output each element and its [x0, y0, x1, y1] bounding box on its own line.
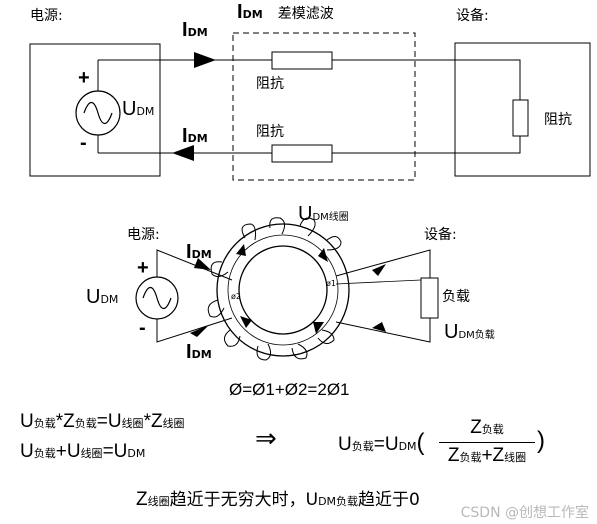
top-wire-right — [332, 59, 521, 100]
filter-title-dm: DM — [242, 8, 263, 21]
current-arrow-bottom-2 — [190, 325, 209, 337]
source-label: UDM — [122, 98, 155, 120]
impedance-label-bottom: 阻抗 — [256, 124, 284, 140]
device-box — [454, 42, 591, 177]
source-lead-top-2 — [156, 249, 233, 281]
flux-equation: Ø=Ø1+Ø2=2Ø1 — [229, 380, 350, 399]
result-lhs: U负载=UDM( — [338, 429, 425, 456]
bottom-arrow — [172, 145, 194, 161]
load-arrow-top — [372, 264, 386, 276]
flux-2-label: ø2 — [231, 292, 241, 301]
flux-arrow-4 — [240, 316, 252, 328]
device-wire-bottom — [332, 136, 521, 154]
impedance-label-top: 阻抗 — [256, 76, 284, 92]
device-impedance — [512, 99, 529, 137]
flux-arrow-3 — [318, 248, 328, 262]
filter-box — [232, 32, 416, 181]
impedance-label-device: 阻抗 — [544, 112, 572, 128]
current-arrow-top-2 — [194, 258, 211, 270]
toroid-outer — [216, 223, 350, 357]
device-label-2: 设备: — [424, 227, 457, 243]
sine-icon — [83, 101, 113, 125]
minus-sign: - — [80, 132, 87, 154]
flux-path — [227, 234, 339, 346]
result-numerator: Z负载 — [470, 417, 504, 438]
top-arrow — [194, 52, 216, 68]
device-label: 设备: — [456, 8, 489, 24]
filter-title-i: I — [237, 1, 243, 23]
equation-2: U负载+U线圈=UDM — [20, 441, 146, 462]
watermark: CSDN @创想工作室 — [460, 505, 589, 521]
plus-sign: + — [78, 67, 90, 89]
load-pointer — [335, 279, 422, 285]
flux-1-label: ø1 — [326, 279, 336, 288]
source-lead-bottom-2 — [156, 317, 233, 343]
power-label-2: 电源: — [127, 227, 160, 243]
power-box — [29, 43, 161, 177]
load-voltage-label: UDM负载 — [444, 321, 495, 343]
current-label-bottom-2: IDM — [186, 341, 212, 363]
bottom-impedance — [271, 144, 333, 163]
load-impedance — [420, 277, 439, 319]
filter-title-text: 差模滤波 — [277, 6, 334, 22]
power-label: 电源: — [30, 8, 63, 24]
minus-sign-2: - — [139, 317, 146, 339]
load-label: 负载 — [442, 289, 470, 305]
plus-sign-2: + — [137, 257, 149, 279]
source-label-2: UDM — [86, 286, 119, 308]
top-impedance — [271, 51, 333, 70]
sine-icon-2 — [142, 286, 172, 310]
conclusion: Z线圈趋近于无穷大时，UDM负载趋近于0 — [136, 489, 420, 510]
filter-title: IDM 差模滤波 — [237, 2, 334, 22]
windings — [207, 217, 342, 361]
equation-1: U负载*Z负载=U线圈*Z线圈 — [20, 411, 185, 432]
coil-voltage-label: UDM线圈 — [298, 203, 349, 225]
current-label-top-2: IDM — [186, 241, 212, 263]
current-label-bottom: IDM — [182, 125, 208, 147]
flux-arrow-1 — [236, 244, 246, 256]
load-arrow-bottom — [372, 322, 386, 332]
toroid-inner — [238, 245, 328, 335]
load-wire-bottom — [335, 318, 431, 343]
flux-arrow-2 — [313, 322, 324, 334]
current-label-top: IDM — [182, 19, 208, 41]
result-close-paren: ) — [537, 427, 545, 454]
load-wire-top — [335, 249, 431, 278]
implies-arrow: ⇒ — [255, 424, 277, 454]
result-denominator: Z负载+Z线圈 — [447, 445, 527, 466]
fraction-bar — [439, 442, 535, 443]
